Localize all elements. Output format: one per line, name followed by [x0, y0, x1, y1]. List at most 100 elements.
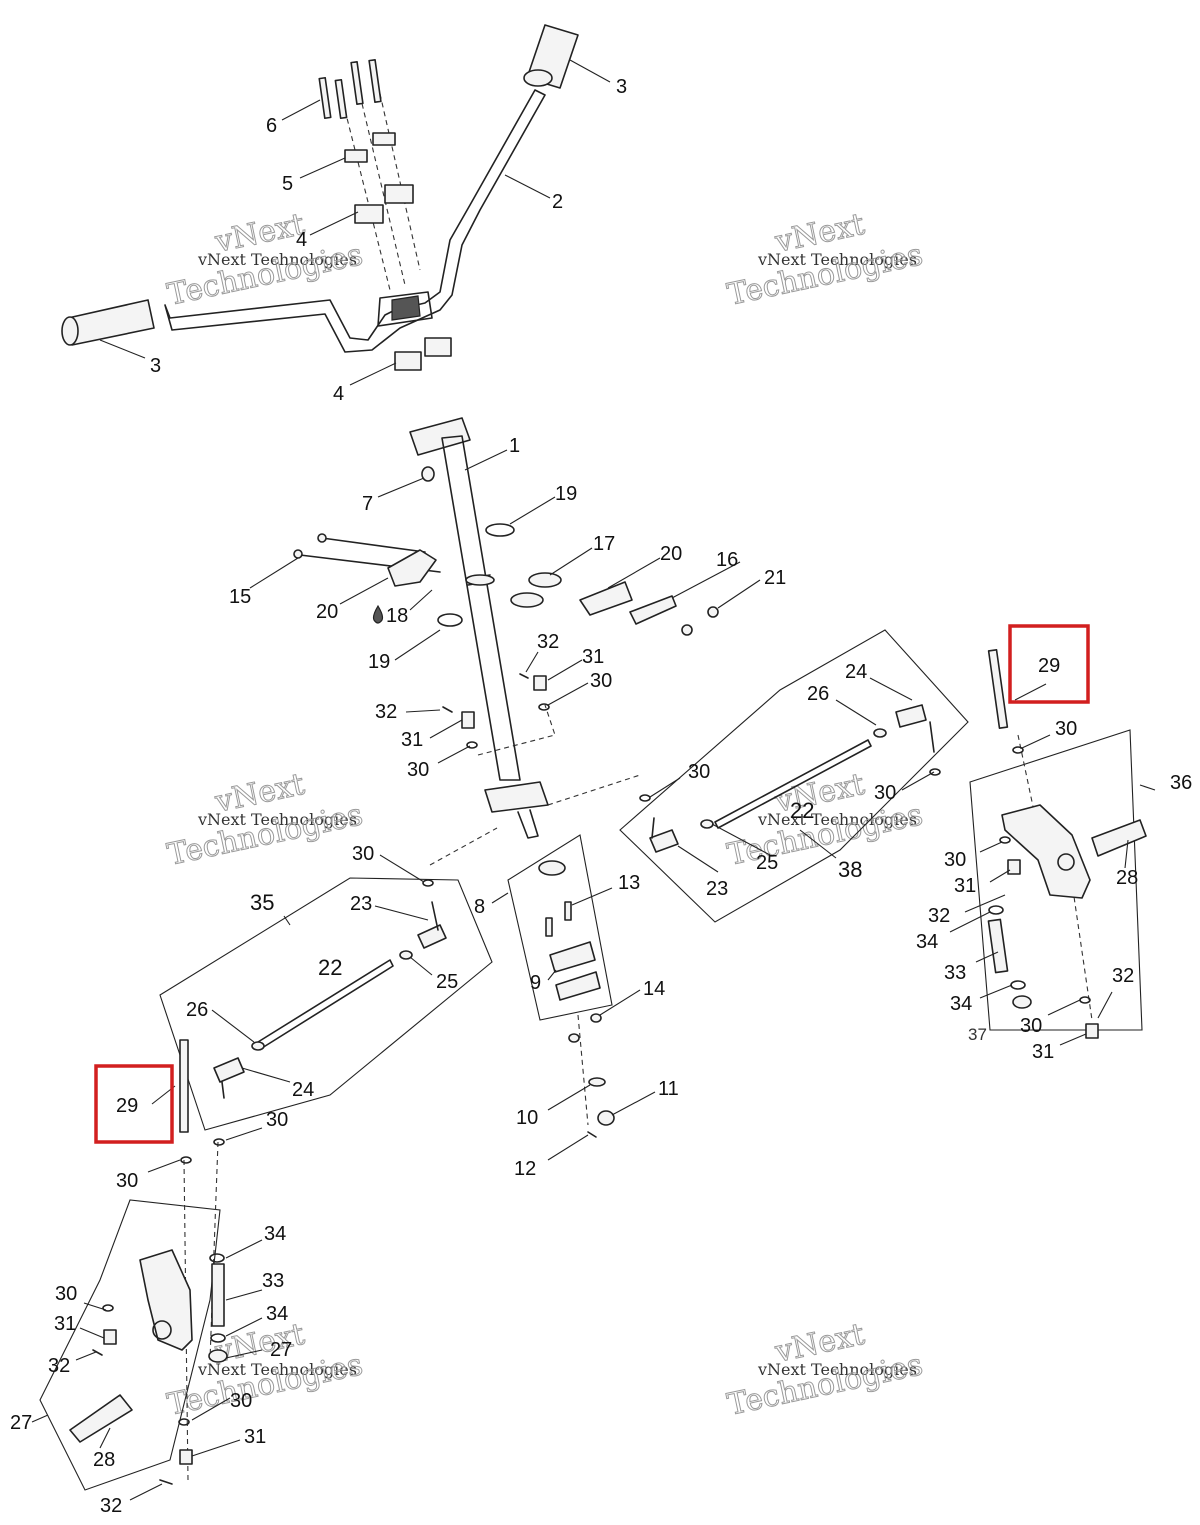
callout-33-right: 33: [944, 962, 966, 984]
callout-30-left-end: 30: [266, 1109, 288, 1131]
column-hardware: [442, 673, 550, 749]
column-support: [293, 533, 719, 636]
clamp-lower: [394, 337, 452, 371]
callout-2: 2: [552, 191, 563, 213]
oil-drop-icon: [372, 604, 384, 624]
callout-12: 12: [514, 1158, 536, 1180]
callout-17: 17: [593, 533, 615, 555]
callout-22-right: 22: [790, 798, 814, 823]
callout-9: 9: [530, 972, 541, 994]
watermark-top-right: vNext vNext Technologies Technologies: [724, 206, 926, 313]
callout-18: 18: [386, 605, 408, 627]
callout-34-left-bottom: 34: [266, 1303, 288, 1325]
callout-21: 21: [764, 567, 786, 589]
callout-26-left: 26: [186, 999, 208, 1021]
callout-35: 35: [250, 890, 274, 915]
callout-4-lower: 4: [333, 383, 344, 405]
highlight-box-29-right: [1008, 624, 1090, 704]
callout-36: 36: [1170, 772, 1192, 794]
callout-6: 6: [266, 115, 277, 137]
callout-32-right-arm: 32: [928, 905, 950, 927]
callout-24-left: 24: [292, 1079, 314, 1101]
highlight-box-29-left: [94, 1064, 174, 1144]
watermark-line: vNext Technologies: [757, 1360, 917, 1379]
group-outline-27: [39, 1199, 221, 1491]
callout-31-left-arm: 31: [54, 1313, 76, 1335]
callout-25-left: 25: [436, 971, 458, 993]
callout-32-left-arm: 32: [48, 1355, 70, 1377]
assembly-line-column: [577, 1014, 589, 1126]
group-outline-38: [619, 629, 969, 923]
assembly-line-upper: [477, 704, 556, 756]
clamp-upper: [344, 132, 414, 224]
callout-30-right-rod: 30: [688, 761, 710, 783]
watermark-line: vNext Technologies: [197, 810, 357, 829]
callout-10: 10: [516, 1107, 538, 1129]
callout-30-upper: 30: [590, 670, 612, 692]
callout-23-right: 23: [706, 878, 728, 900]
callout-15: 15: [229, 586, 251, 608]
watermark-line: vNext Technologies: [197, 250, 357, 269]
callout-34-right-top: 34: [916, 931, 938, 953]
tie-rod-right: [639, 704, 941, 853]
callout-31-right-arm: 31: [954, 875, 976, 897]
watermark-mid-left: vNext vNext Technologies Technologies: [164, 766, 366, 873]
nut-7: [421, 466, 435, 482]
callout-29-right: 29: [1038, 655, 1060, 677]
spindle-left: [69, 1039, 228, 1485]
column-bracket: [538, 860, 615, 1138]
callout-30-mid: 30: [407, 759, 429, 781]
callout-30-right-end: 30: [874, 782, 896, 804]
spindle-right: [987, 649, 1147, 1039]
grip-right: [523, 24, 579, 89]
watermark-line: vNext Technologies: [197, 1360, 357, 1379]
callout-20-right: 20: [660, 543, 682, 565]
group-outline-8: [507, 834, 613, 1021]
watermark-bottom-left: vNext vNext Technologies Technologies: [164, 1316, 366, 1423]
callout-29-left: 29: [116, 1095, 138, 1117]
callout-34-right-bottom: 34: [950, 993, 972, 1015]
callout-34-left-top: 34: [264, 1223, 286, 1245]
callout-11: 11: [658, 1078, 679, 1100]
watermark-bottom-right: vNext vNext Technologies Technologies: [724, 1316, 926, 1423]
callout-32-right-bottom: 32: [1112, 965, 1134, 987]
callout-31-left-bottom: 31: [244, 1426, 266, 1448]
callout-32-left-bottom: 32: [100, 1495, 122, 1517]
callout-8: 8: [474, 896, 485, 918]
callout-31-upper: 31: [582, 646, 604, 668]
callout-30-left-arm: 30: [55, 1283, 77, 1305]
callout-4-upper: 4: [296, 229, 307, 251]
handlebar-bolts: [318, 58, 382, 120]
callout-16: 16: [716, 549, 738, 571]
callout-3-right: 3: [616, 76, 627, 98]
callout-30-left-spindle: 30: [116, 1170, 138, 1192]
callout-31-mid: 31: [401, 729, 423, 751]
callout-14: 14: [643, 978, 665, 1000]
callout-30-left-bottom: 30: [230, 1390, 252, 1412]
grip-left: [61, 299, 155, 346]
callout-26-right: 26: [807, 683, 829, 705]
callout-5: 5: [282, 173, 293, 195]
callout-28-right: 28: [1116, 867, 1138, 889]
callout-27-left-washer: 27: [270, 1339, 292, 1361]
watermark-line: vNext Technologies: [757, 810, 917, 829]
callout-20-left: 20: [316, 601, 338, 623]
callout-23-left: 23: [350, 893, 372, 915]
callout-33-left: 33: [262, 1270, 284, 1292]
callout-19-lower: 19: [368, 651, 390, 673]
callout-27: 27: [10, 1412, 32, 1434]
callout-13: 13: [618, 872, 640, 894]
callouts: 6 5 4 3 2 3 4 1 7 19 17 20 16 21 15 20 1…: [10, 76, 1192, 1517]
assembly-line-bolts: [344, 84, 421, 291]
callout-32-mid: 32: [375, 701, 397, 723]
callout-37: 37: [968, 1025, 987, 1044]
tie-rod-left: [213, 879, 447, 1099]
callout-22-left: 22: [318, 955, 342, 980]
group-outline-36: [969, 729, 1143, 1031]
callout-1: 1: [509, 435, 520, 457]
callout-7: 7: [362, 493, 373, 515]
callout-24-right: 24: [845, 661, 867, 683]
ring-19-lower: [437, 613, 463, 627]
steering-column: [409, 417, 549, 839]
